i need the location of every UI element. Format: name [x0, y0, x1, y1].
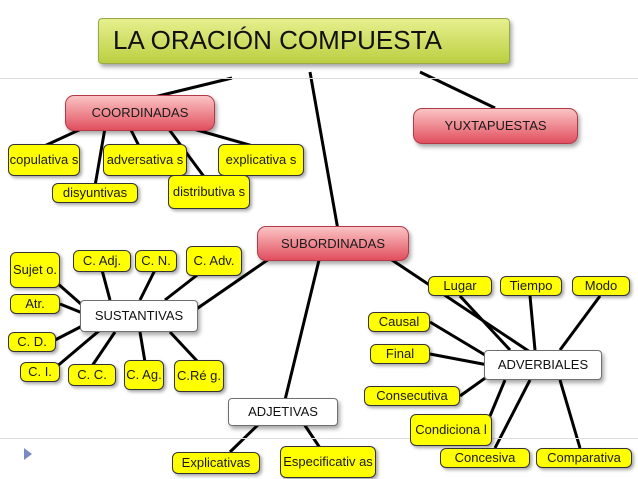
- bottom-rule: [0, 438, 638, 439]
- link-title-coordinadas: [149, 76, 233, 100]
- node-atr: Atr.: [10, 294, 60, 314]
- node-adjetivas: ADJETIVAS: [228, 398, 338, 426]
- link-adv-concesiva: [493, 379, 532, 449]
- node-modo: Modo: [572, 276, 630, 296]
- node-explicativas: explicativa s: [218, 144, 304, 176]
- node-coordinadas: COORDINADAS: [65, 95, 215, 131]
- node-subordinadas: SUBORDINADAS: [257, 226, 409, 261]
- link-sust-cag: [138, 331, 147, 363]
- node-copulativas: copulativa s: [8, 144, 80, 176]
- link-adv-modo: [558, 295, 602, 351]
- node-explicativas-adj: Explicativas: [172, 452, 260, 474]
- link-sub-adjetivas: [283, 255, 322, 401]
- node-c-c: C. C.: [68, 364, 116, 386]
- link-coord-disyuntivas: [93, 127, 107, 187]
- link-adv-tiempo: [528, 295, 537, 351]
- node-c-reg: C.Ré g.: [174, 360, 224, 392]
- link-sust-creg: [168, 330, 200, 364]
- node-condicional: Condiciona l: [410, 414, 492, 446]
- link-adv-comparativa: [558, 379, 582, 449]
- link-sust-cc: [90, 331, 117, 367]
- link-adv-lugar: [458, 294, 512, 352]
- link-adv-consecutiva: [459, 374, 489, 398]
- link-adv-final: [429, 352, 489, 367]
- page-title: LA ORACIÓN COMPUESTA: [98, 18, 510, 64]
- node-final: Final: [370, 344, 430, 364]
- node-sujeto: Sujet o.: [10, 252, 60, 288]
- node-concesiva: Concesiva: [440, 448, 530, 468]
- node-c-adv: C. Adv.: [186, 246, 242, 276]
- node-yuxtapuestas: YUXTAPUESTAS: [413, 108, 578, 144]
- node-c-n: C. N.: [135, 250, 177, 272]
- link-sub-adverbiales: [379, 250, 531, 354]
- node-distributivas: distributiva s: [168, 175, 250, 209]
- link-title-subordinadas: [308, 71, 340, 231]
- node-sustantivas: SUSTANTIVAS: [80, 300, 198, 332]
- link-sust-ci: [54, 328, 101, 370]
- node-consecutiva: Consecutiva: [364, 386, 460, 406]
- node-c-d: C. D.: [8, 332, 56, 352]
- node-c-i: C. I.: [20, 362, 60, 382]
- node-c-ag: C. Ag.: [124, 360, 164, 390]
- top-rule: [0, 78, 638, 79]
- link-adv-causal: [429, 320, 491, 360]
- slide-bullet-icon: [24, 448, 32, 460]
- node-comparativa: Comparativa: [536, 448, 632, 468]
- link-sust-cn: [138, 269, 157, 301]
- node-causal: Causal: [368, 312, 430, 332]
- node-c-adj: C. Adj.: [73, 250, 131, 272]
- node-adversativas: adversativa s: [103, 144, 187, 176]
- node-especificativas: Especificativ as: [280, 446, 376, 478]
- node-adverbiales: ADVERBIALES: [484, 350, 602, 380]
- node-tiempo: Tiempo: [500, 276, 562, 296]
- node-lugar: Lugar: [428, 276, 492, 296]
- link-adv-condicional: [488, 379, 507, 417]
- node-disyuntivas: disyuntivas: [52, 183, 138, 203]
- link-sust-cadj: [100, 269, 112, 301]
